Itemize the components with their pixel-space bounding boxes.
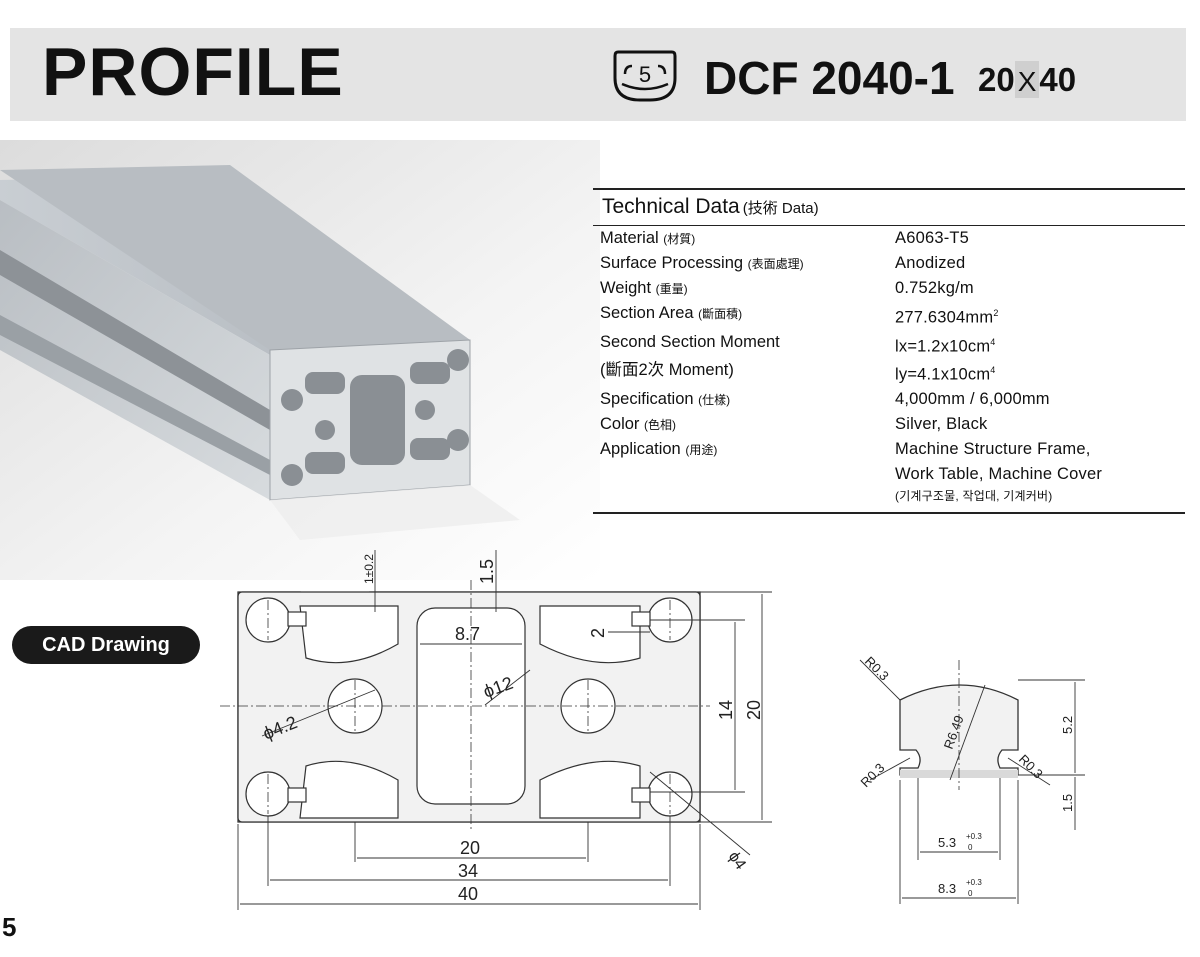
row-label: Section Area bbox=[600, 304, 694, 322]
table-row: Second Section Moment lx=1.2x10cm4 bbox=[593, 330, 1185, 359]
size-a: 20 bbox=[978, 61, 1015, 98]
row-value-sup: 4 bbox=[990, 336, 996, 347]
table-row: Material (材質) A6063-T5 bbox=[593, 226, 1185, 251]
table-rule-mid bbox=[593, 225, 1185, 226]
row-value: 277.6304mm2 bbox=[895, 301, 999, 330]
page-number: 5 bbox=[2, 912, 17, 942]
table-row: Application (用途) Machine Structure Frame… bbox=[593, 437, 1185, 462]
cad-profile-drawing: 1±0.2 1.5 8.7 2 ϕ12 ϕ4.2 14 20 20 34 40 … bbox=[220, 550, 772, 910]
model-code: DCF 2040-1 bbox=[704, 52, 955, 104]
row-label: Surface Processing bbox=[600, 254, 744, 272]
slot-width: 8.3 bbox=[938, 881, 956, 896]
row-value: ly=4.1x10cm4 bbox=[895, 358, 996, 387]
table-row: Color (色相) Silver, Black bbox=[593, 412, 1185, 437]
row-value-text: lx=1.2x10cm bbox=[895, 337, 991, 355]
slot-width-tol-plus: +0.3 bbox=[966, 878, 982, 887]
header-band bbox=[10, 28, 1186, 121]
row-label-sub: (斷面積) bbox=[698, 307, 743, 321]
dim-top-wall: 1±0.2 bbox=[362, 554, 376, 584]
heading-sub: (技術 Data) bbox=[742, 200, 819, 217]
table-row: (기계구조물, 작업대, 기계커버) bbox=[593, 486, 1185, 506]
row-value-text: ly=4.1x10cm bbox=[895, 365, 991, 384]
row-value: lx=1.2x10cm4 bbox=[895, 330, 996, 359]
table-row: Surface Processing (表面處理) Anodized bbox=[593, 251, 1185, 276]
row-label-sub: (表面處理) bbox=[747, 257, 804, 271]
slot-radius-left: R0.3 bbox=[858, 760, 888, 790]
row-label-sub: (用途) bbox=[685, 442, 718, 457]
size-cross-box: X bbox=[1014, 61, 1040, 98]
table-row: Work Table, Machine Cover bbox=[593, 462, 1185, 486]
row-value: Silver, Black bbox=[895, 414, 988, 433]
cad-drawing-badge: CAD Drawing bbox=[12, 626, 200, 664]
size-cross: X bbox=[1017, 66, 1037, 97]
slot-neck-tol-plus: +0.3 bbox=[966, 832, 982, 841]
row-label-sub: (材質) bbox=[663, 232, 696, 246]
table-row: (斷面2次 Moment) ly=4.1x10cm4 bbox=[593, 358, 1185, 387]
row-label: Specification bbox=[600, 389, 694, 408]
row-label-sub: (仕樣) bbox=[698, 392, 731, 407]
dim-inner-height: 14 bbox=[716, 700, 736, 720]
product-photo bbox=[0, 140, 600, 580]
row-label: Color bbox=[600, 414, 640, 433]
row-value: A6063-T5 bbox=[895, 229, 970, 247]
slot-neck: 1.5 bbox=[1060, 794, 1075, 812]
dim-width: 40 bbox=[458, 884, 478, 904]
row-value: Work Table, Machine Cover bbox=[895, 464, 1103, 483]
row-value: 0.752kg/m bbox=[895, 279, 974, 297]
row-value-sup: 2 bbox=[993, 308, 999, 318]
table-rule-bottom bbox=[593, 511, 1185, 514]
row-label: (斷面2次 Moment) bbox=[600, 361, 734, 379]
size-b: 40 bbox=[1039, 61, 1077, 98]
dim-corner-hole: ϕ4 bbox=[725, 849, 749, 873]
slot-neck-width: 5.3 bbox=[938, 835, 956, 850]
dim-hole-span: 34 bbox=[458, 861, 478, 881]
row-value-text: 277.6304mm bbox=[895, 308, 994, 327]
row-label-sub: (重量) bbox=[655, 282, 688, 296]
series-number: 5 bbox=[639, 62, 651, 87]
slot-radius-top: R0.3 bbox=[862, 654, 892, 684]
cad-slot-detail: R0.3 R6.49 R0.3 R0.3 5.2 1.5 5.3 +0.3 0 … bbox=[858, 654, 1085, 904]
row-value: 4,000mm / 6,000mm bbox=[895, 389, 1050, 408]
row-label: Weight bbox=[600, 279, 652, 297]
table-rule-top bbox=[593, 188, 1185, 190]
heading-text: Technical Data bbox=[602, 195, 740, 218]
row-label: Material bbox=[600, 229, 659, 247]
application-note: (기계구조물, 작업대, 기계커버) bbox=[895, 488, 1053, 503]
dim-slot-depth: 1.5 bbox=[477, 559, 497, 584]
dim-lip: 2 bbox=[588, 628, 608, 638]
dim-pitch: 20 bbox=[460, 838, 480, 858]
table-row: Weight (重量) 0.752kg/m bbox=[593, 276, 1185, 301]
row-value: Anodized bbox=[895, 254, 966, 272]
technical-data-table: Technical Data(技術 Data) Material (材質) A6… bbox=[593, 188, 1185, 514]
row-label: Application bbox=[600, 439, 681, 458]
dim-height: 20 bbox=[744, 700, 764, 720]
dim-slot-opening: 8.7 bbox=[455, 624, 480, 644]
row-label: Second Section Moment bbox=[600, 332, 780, 351]
slot-neck-tol-zero: 0 bbox=[968, 843, 973, 852]
series-badge-icon: 5 bbox=[613, 50, 677, 102]
technical-data-heading: Technical Data(技術 Data) bbox=[593, 190, 1185, 225]
slot-radius-right: R0.3 bbox=[1016, 752, 1046, 782]
row-value: Machine Structure Frame, bbox=[895, 439, 1091, 458]
slot-width-tol-zero: 0 bbox=[968, 889, 973, 898]
row-value-sup: 4 bbox=[990, 365, 996, 375]
slot-height: 5.2 bbox=[1060, 716, 1075, 734]
table-row: Specification (仕樣) 4,000mm / 6,000mm bbox=[593, 387, 1185, 412]
page-title: PROFILE bbox=[42, 34, 344, 110]
row-label-sub: (色相) bbox=[644, 417, 677, 432]
table-row: Section Area (斷面積) 277.6304mm2 bbox=[593, 301, 1185, 330]
